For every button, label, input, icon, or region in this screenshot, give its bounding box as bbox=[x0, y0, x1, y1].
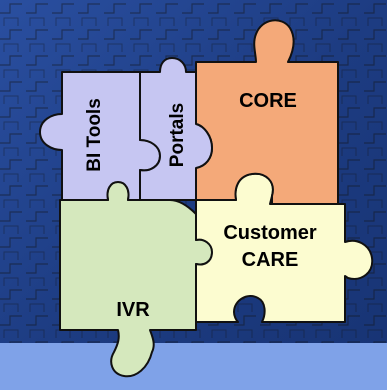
ivr-label: IVR bbox=[116, 299, 150, 321]
portals-label: Portals bbox=[167, 103, 188, 167]
customer-care-label-line1: Customer bbox=[223, 222, 317, 244]
bottom-band bbox=[0, 343, 387, 390]
portals-piece bbox=[139, 57, 213, 201]
bi-tools-label: BI Tools bbox=[84, 98, 105, 172]
customer-care-label-line2: CARE bbox=[242, 249, 299, 271]
core-label: CORE bbox=[239, 90, 297, 112]
